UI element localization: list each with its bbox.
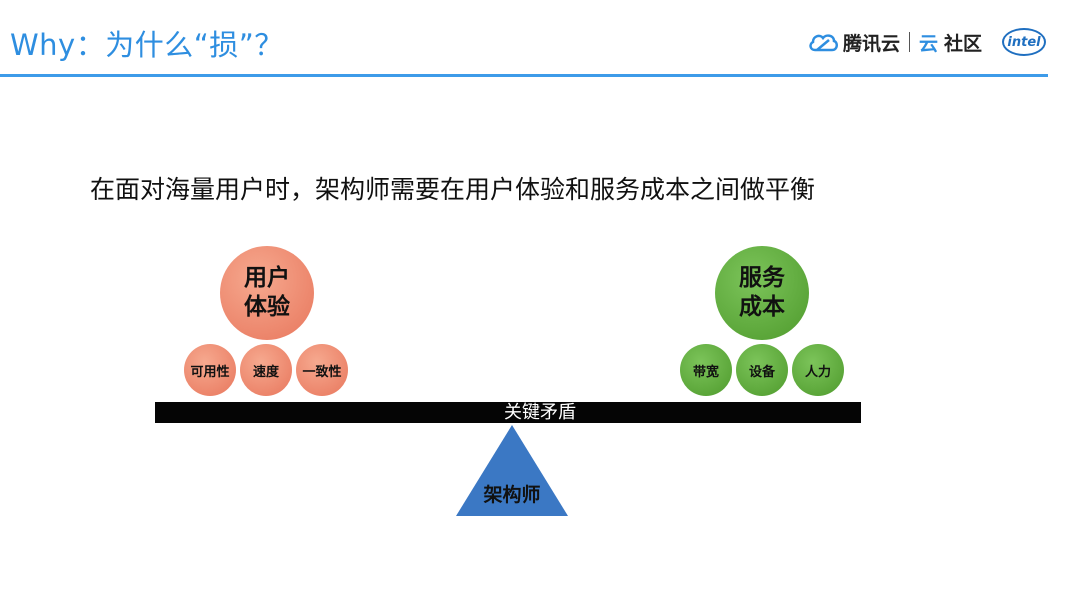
user-experience-line1: 用户 bbox=[244, 265, 290, 291]
service-cost-line1: 服务 bbox=[739, 265, 785, 291]
service-cost-line2: 成本 bbox=[739, 294, 785, 320]
manpower-circle: 人力 bbox=[792, 344, 844, 396]
service-cost-circle: 服务 成本 bbox=[715, 246, 809, 340]
user-experience-circle: 用户 体验 bbox=[220, 246, 314, 340]
page-title: Why：为什么“损”？ bbox=[10, 28, 284, 62]
fulcrum-label: 架构师 bbox=[483, 484, 541, 506]
balance-beam bbox=[155, 402, 861, 423]
community-label: 社区 bbox=[943, 32, 982, 55]
logo-divider bbox=[908, 32, 910, 52]
availability-circle: 可用性 bbox=[184, 344, 236, 396]
header-divider bbox=[0, 74, 1048, 77]
tencent-cloud-community-logo: 腾讯云 云 社区 intel bbox=[807, 28, 1046, 56]
main-statement: 在面对海量用户时，架构师需要在用户体验和服务成本之间做平衡 bbox=[90, 175, 816, 204]
bandwidth-circle: 带宽 bbox=[680, 344, 732, 396]
brand-name: 腾讯云 bbox=[842, 32, 900, 55]
user-experience-line2: 体验 bbox=[244, 294, 290, 320]
fulcrum-triangle bbox=[456, 425, 568, 516]
speed-circle: 速度 bbox=[240, 344, 292, 396]
device-circle: 设备 bbox=[736, 344, 788, 396]
tencent-cloud-logo: 腾讯云 bbox=[807, 29, 900, 56]
cloud-glyph-icon: 云 bbox=[918, 32, 938, 55]
intel-logo: intel bbox=[1002, 28, 1046, 56]
consistency-circle: 一致性 bbox=[296, 344, 348, 396]
cloud-icon bbox=[809, 34, 838, 52]
